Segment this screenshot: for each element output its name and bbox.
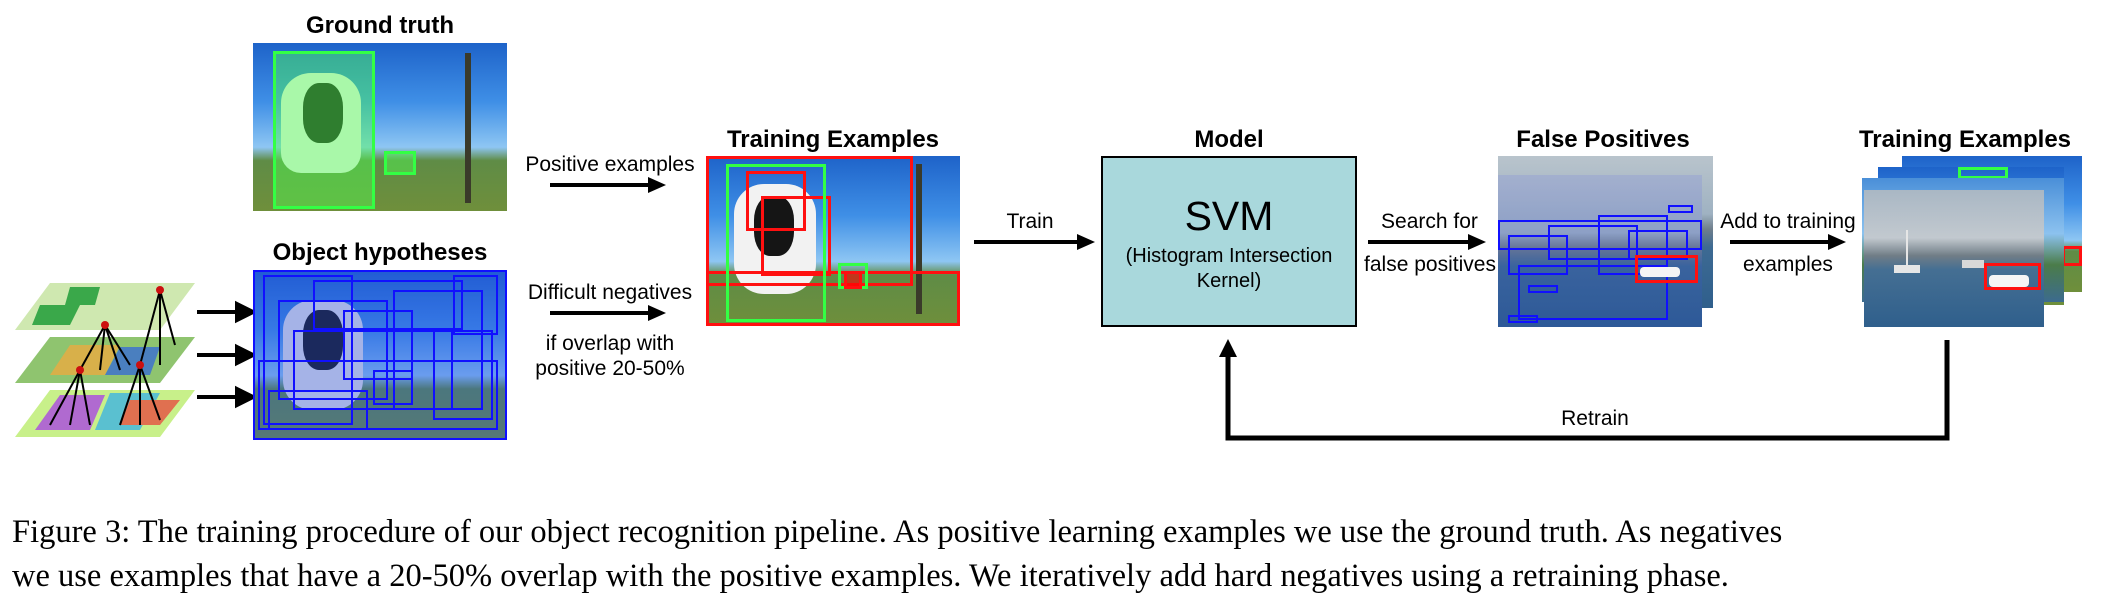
false-positive-detection	[1635, 255, 1698, 283]
false-positive-box	[1498, 220, 1702, 250]
retrain-label: Retrain	[1561, 407, 1629, 430]
training-examples-image-2	[1864, 190, 2044, 327]
hypothesis-box	[373, 370, 413, 405]
stack-negative-box	[2062, 246, 2082, 266]
heading-training-examples-1: Training Examples	[726, 126, 940, 153]
stack-positive-box	[1958, 167, 2008, 179]
object-hypotheses-image	[253, 270, 507, 440]
svm-subtitle-line2: Kernel)	[1196, 270, 1262, 292]
negative-box-small	[844, 271, 862, 289]
positive-examples-label: Positive examples	[525, 153, 695, 176]
train-arrow	[974, 234, 1095, 250]
hypothesis-box	[393, 290, 483, 410]
add-label-line1: Add to training	[1720, 210, 1856, 233]
difficult-negatives-arrow	[550, 305, 666, 321]
hypothesis-box	[263, 275, 353, 425]
heading-ground-truth: Ground truth	[306, 12, 454, 39]
hard-negative-box	[1984, 263, 2041, 290]
add-label-line2: examples	[1743, 253, 1833, 276]
hypothesis-box	[268, 390, 368, 430]
add-arrow	[1730, 234, 1846, 250]
ground-truth-image	[253, 43, 507, 211]
ground-truth-box-small	[384, 151, 416, 175]
hypothesis-box	[343, 310, 413, 380]
search-arrow	[1368, 234, 1486, 250]
heading-object-hypotheses: Object hypotheses	[272, 239, 488, 266]
positive-box	[726, 164, 826, 322]
negative-box	[706, 156, 913, 286]
difficult-negatives-label: Difficult negatives	[527, 281, 693, 304]
false-positives-image	[1498, 175, 1702, 327]
hypothesis-box	[258, 360, 498, 430]
ground-truth-box-cow	[273, 51, 375, 209]
training-examples-image	[706, 156, 960, 326]
positive-examples-arrow	[550, 177, 666, 193]
search-label-line2: false positives	[1364, 253, 1496, 276]
cow-spot	[303, 83, 343, 143]
heading-model: Model	[1194, 126, 1264, 153]
search-label-line1: Search for	[1381, 210, 1478, 233]
false-positive-box	[1528, 285, 1558, 293]
figure-caption-line2: we use examples that have a 20-50% overl…	[12, 558, 1729, 594]
hypothesis-box	[253, 270, 507, 440]
hypothesis-box	[293, 330, 453, 410]
retrain-loop-arrow	[1219, 339, 1950, 441]
train-label: Train	[1006, 210, 1054, 233]
svm-subtitle-line1: (Histogram Intersection	[1125, 245, 1333, 267]
svm-title: SVM	[1184, 193, 1274, 239]
segmentation-hierarchy-illustration	[15, 283, 195, 437]
hypothesis-box	[278, 300, 388, 400]
hypothesis-box	[453, 275, 498, 335]
false-positive-box	[1508, 235, 1568, 275]
false-positive-box	[1548, 225, 1638, 260]
hypothesis-box	[433, 330, 493, 420]
overlap-label-line1: if overlap with	[545, 332, 675, 355]
negative-box	[761, 196, 831, 276]
false-positive-box	[1628, 230, 1688, 260]
svm-model-box: SVM (Histogram Intersection Kernel)	[1101, 156, 1357, 327]
overlap-label-line2: positive 20-50%	[535, 357, 685, 380]
hypothesis-arrows	[197, 300, 255, 409]
negative-box	[746, 171, 806, 231]
heading-training-examples-2: Training Examples	[1858, 126, 2072, 153]
negative-box	[706, 271, 960, 326]
figure-caption-line1: Figure 3: The training procedure of our …	[12, 514, 1783, 550]
fence-post	[465, 53, 471, 203]
false-positive-box	[1668, 205, 1693, 213]
false-positive-box	[1518, 265, 1668, 320]
hypothesis-box	[313, 280, 463, 330]
false-positive-box	[1598, 215, 1668, 275]
heading-false-positives: False Positives	[1516, 126, 1690, 153]
false-positive-box	[1508, 315, 1538, 323]
